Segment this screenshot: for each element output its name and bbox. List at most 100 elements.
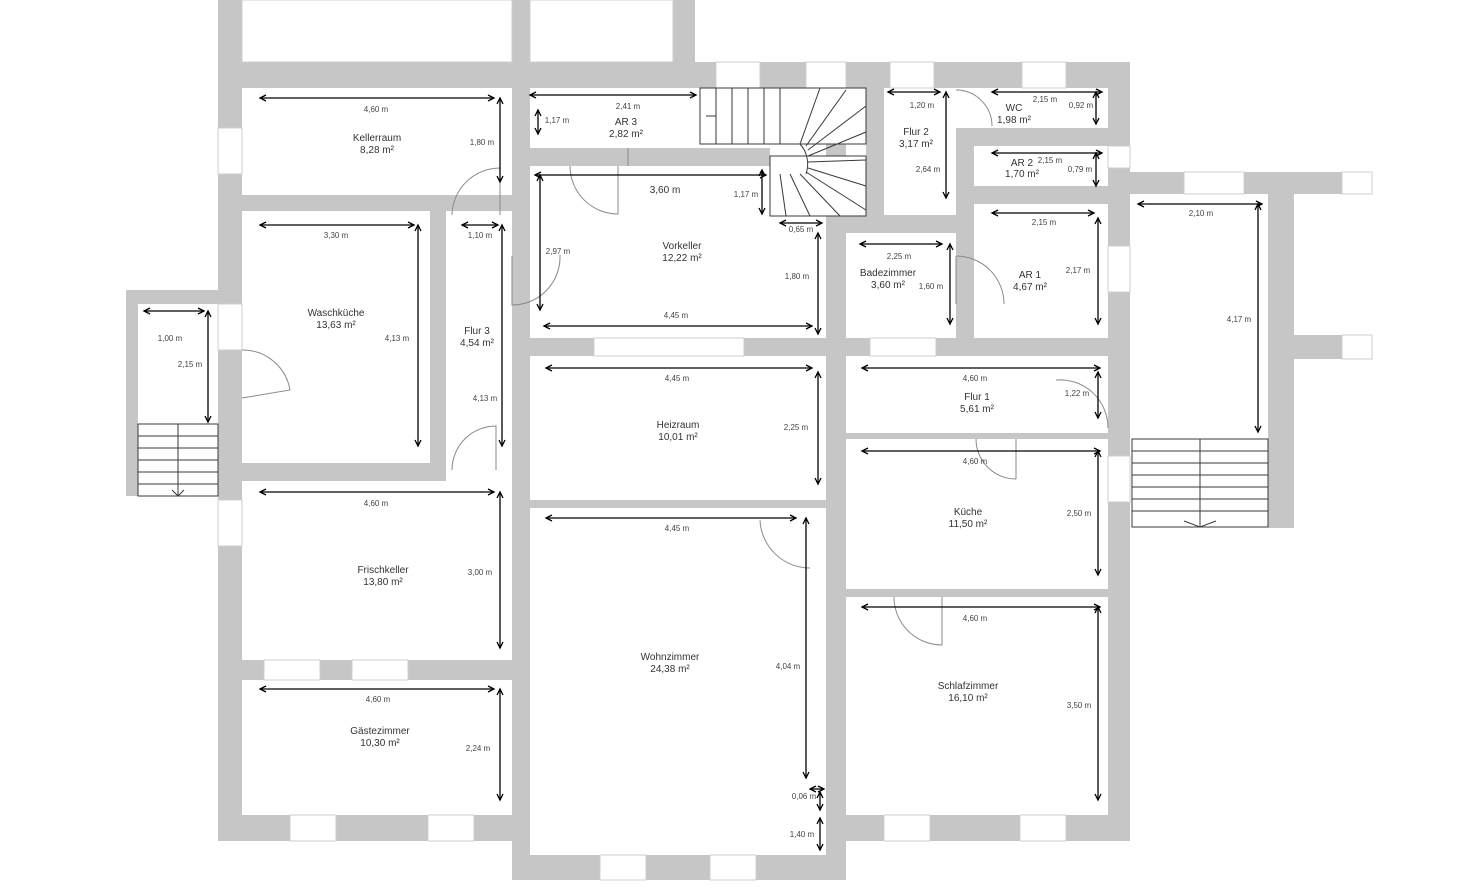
dim-frisch-w: 4,60 m	[364, 499, 389, 508]
dimension-arrow	[860, 603, 869, 611]
dim-ar2-h: 0,79 m	[1068, 165, 1093, 174]
dimension-arrow	[802, 516, 810, 525]
dim-gaeste-w: 4,60 m	[366, 695, 391, 704]
dim-wohn-s: 0,06 m	[792, 792, 817, 801]
dimension-arrow	[886, 88, 895, 96]
dimension-arrow	[805, 322, 814, 330]
dimension-arrow	[487, 685, 496, 693]
dimension-arrow	[1094, 411, 1102, 420]
room-name-flur1: Flur 1	[964, 392, 990, 403]
dimension-arrow	[204, 309, 212, 318]
dim-frisch-h: 3,00 m	[468, 568, 493, 577]
dim-heiz-w: 4,45 m	[665, 374, 690, 383]
dimension-arrow	[814, 327, 822, 336]
dim-vork-h1: 1,17 m	[734, 190, 759, 199]
dimension-arrow	[1092, 90, 1100, 99]
dim-ar3-h: 1,17 m	[545, 116, 570, 125]
dimension-arrow	[946, 242, 954, 251]
dim-east-h: 4,17 m	[1227, 315, 1252, 324]
room-name-gaestezimmer: Gästezimmer	[350, 726, 410, 737]
dimension-arrow	[414, 223, 422, 232]
dimension-arrow	[491, 221, 500, 229]
dim-ws-h: 2,15 m	[178, 360, 203, 369]
room-area-wc: 1,98 m²	[997, 115, 1032, 126]
dimension-arrow	[1087, 209, 1096, 217]
dimension-arrow	[814, 231, 822, 240]
dimension-arrow	[990, 88, 999, 96]
dimension-arrow	[1093, 603, 1102, 611]
dim-wohn-w: 4,45 m	[665, 524, 690, 533]
dimension-arrow	[258, 94, 267, 102]
dim-wasch-w: 3,30 m	[324, 231, 349, 240]
room-name-ar1: AR 1	[1019, 270, 1042, 281]
room-labels: Kellerraum 8,28 m² AR 3 2,82 m² Flur 2 3…	[308, 103, 1048, 749]
staircase-west	[137, 423, 219, 497]
dim-ar2-w: 2,15 m	[1038, 156, 1063, 165]
dimension-arrow	[858, 240, 867, 248]
room-name-kellerraum: Kellerraum	[353, 133, 401, 144]
room-area-kellerraum: 8,28 m²	[360, 145, 395, 156]
dim-wc-h: 0,92 m	[1069, 101, 1094, 110]
dim-flur1-w: 4,60 m	[963, 374, 988, 383]
dimension-arrow	[1094, 793, 1102, 802]
dimension-arrow	[1093, 364, 1102, 372]
dimension-arrow	[487, 488, 496, 496]
dim-schlaf-w: 4,60 m	[963, 614, 988, 623]
room-area-schlafzimmer: 16,10 m²	[948, 693, 988, 704]
dim-flur2-w: 1,20 m	[910, 101, 935, 110]
room-area-vorkeller: 12,22 m²	[662, 253, 702, 264]
dimension-arrow	[990, 209, 999, 217]
dimension-arrow	[1094, 568, 1102, 577]
dimension-arrow	[498, 439, 506, 448]
dimension-arrow	[496, 687, 504, 696]
windows	[217, 0, 1373, 881]
dimension-arrow	[536, 303, 544, 312]
dim-flur2-h: 2,64 m	[916, 165, 941, 174]
dimension-arrow	[534, 108, 542, 117]
dimension-arrow	[789, 514, 798, 522]
dim-ar3-w: 2,41 m	[616, 102, 641, 111]
dimension-arrow	[496, 175, 504, 184]
room-area-badezimmer: 3,60 m²	[871, 280, 906, 291]
dimension-arrow	[1095, 88, 1104, 96]
staircase-east	[1131, 438, 1269, 528]
dimension-arrow	[498, 223, 506, 232]
dimension-arrow	[1254, 425, 1262, 434]
dim-ws-w: 1,00 m	[158, 334, 183, 343]
dimension-arrow	[1095, 149, 1104, 157]
dimension-arrow	[814, 370, 822, 379]
dim-ar1-w: 2,15 m	[1032, 218, 1057, 227]
staircase-upper	[699, 87, 867, 217]
dimension-arrow	[528, 91, 537, 99]
dimension-arrow	[544, 364, 553, 372]
dimension-arrow	[1094, 605, 1102, 614]
dimension-arrow	[460, 221, 469, 229]
dimension-arrow	[778, 219, 787, 227]
dimension-arrow	[860, 447, 869, 455]
dim-ar1-h: 2,17 m	[1066, 266, 1091, 275]
dimension-lines	[142, 88, 1264, 852]
dimension-arrow	[204, 415, 212, 424]
room-area-gaestezimmer: 10,30 m²	[360, 738, 400, 749]
dimension-arrow	[197, 307, 206, 315]
dimension-arrow	[808, 785, 817, 793]
dimension-arrow	[990, 149, 999, 157]
dimension-arrow	[816, 843, 824, 852]
room-name-flur2: Flur 2	[903, 127, 929, 138]
dimension-arrow	[258, 488, 267, 496]
room-name-badezimmer: Badezimmer	[860, 268, 917, 279]
dimension-arrow	[815, 219, 824, 227]
room-area-wohnzimmer: 24,38 m²	[650, 664, 690, 675]
room-area-waschkueche: 13,63 m²	[316, 320, 356, 331]
dimension-arrow	[536, 173, 544, 182]
dimension-arrow	[689, 91, 698, 99]
dim-vork-h2: 2,97 m	[546, 247, 571, 256]
dimension-arrow	[816, 790, 824, 799]
room-name-waschkueche: Waschküche	[308, 308, 365, 319]
room-area-kueche: 11,50 m²	[949, 519, 988, 530]
room-area-flur1: 5,61 m²	[960, 404, 995, 415]
dim-kueche-w: 4,60 m	[963, 457, 988, 466]
room-area-heizraum: 10,01 m²	[658, 432, 698, 443]
room-name-ar2: AR 2	[1011, 158, 1034, 169]
